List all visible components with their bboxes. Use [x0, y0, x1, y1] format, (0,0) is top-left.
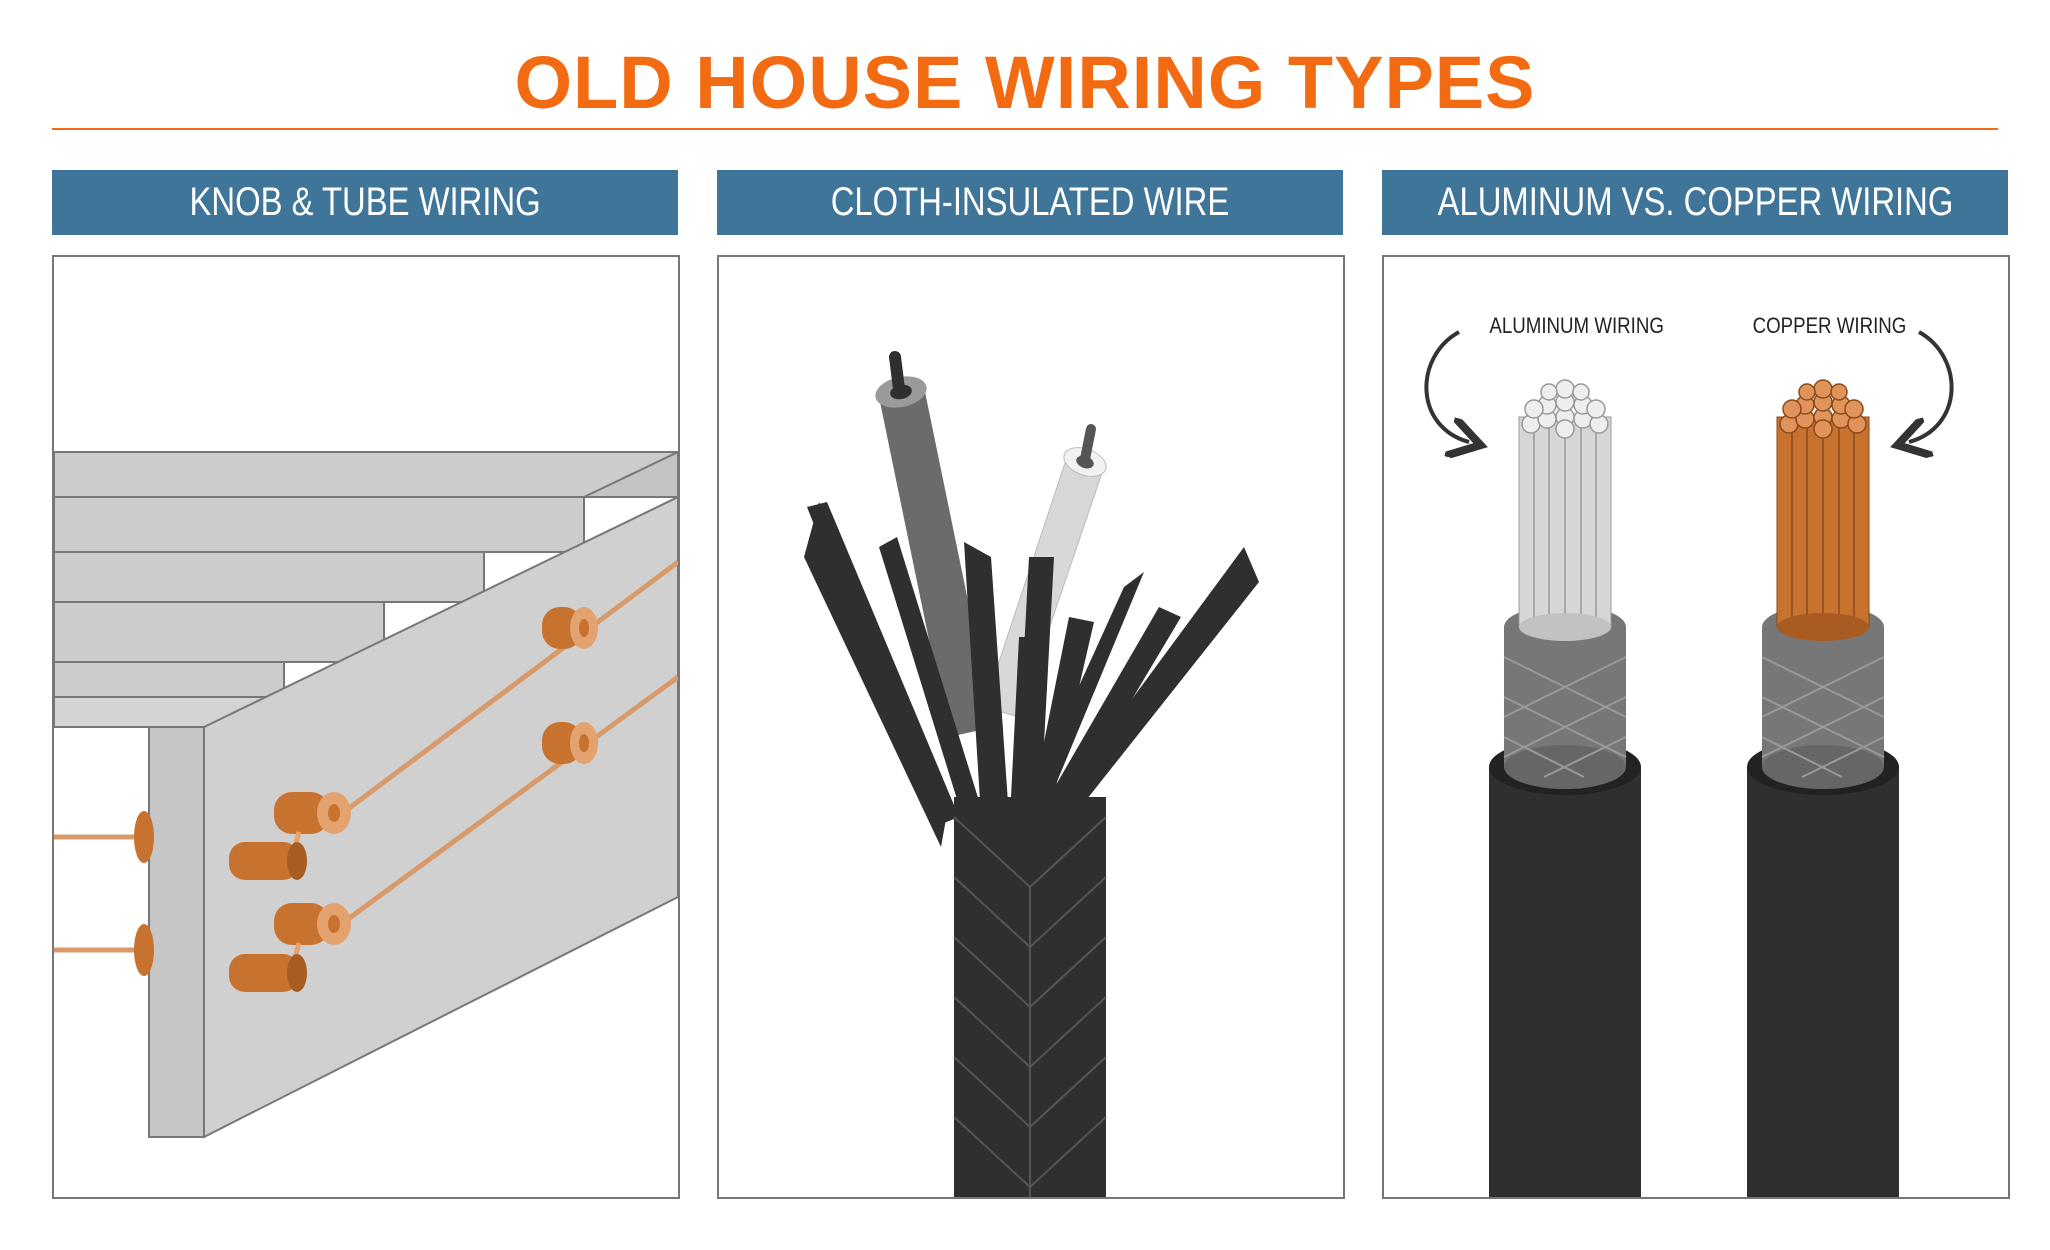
tube — [229, 954, 307, 992]
floor-board-top — [54, 451, 678, 498]
tube — [134, 811, 154, 863]
cloth-strips — [804, 502, 1259, 847]
wire — [342, 674, 678, 925]
panel-cloth-insulated — [717, 255, 1345, 1199]
joist-front — [148, 726, 205, 1138]
title-divider — [52, 128, 1998, 130]
label-aluminum-wiring: ALUMINUM WIRING — [1489, 313, 1664, 338]
floor-board-front — [54, 661, 285, 698]
knob — [274, 792, 351, 834]
cloth-wire-illustration — [804, 351, 1259, 1197]
header-aluminum-copper: ALUMINUM VS. COPPER WIRING — [1382, 170, 2008, 235]
panel-knob-tube — [52, 255, 680, 1199]
page-title: OLD HOUSE WIRING TYPES — [514, 41, 1536, 124]
floor-board — [54, 551, 485, 603]
label-copper-wiring: COPPER WIRING — [1752, 313, 1906, 338]
arrow-aluminum-icon — [1424, 330, 1469, 442]
tube — [229, 842, 307, 880]
wire — [342, 559, 678, 815]
aluminum-cable — [1489, 379, 1641, 1197]
knob — [274, 903, 351, 945]
copper-cable — [1747, 379, 1899, 1197]
header-knob-tube: KNOB & TUBE WIRING — [52, 170, 678, 235]
floor-board — [54, 496, 585, 553]
floor-board — [54, 601, 385, 663]
arrow-copper-icon — [1909, 330, 1954, 442]
header-cloth-insulated: CLOTH-INSULATED WIRE — [717, 170, 1343, 235]
knob — [542, 607, 598, 649]
braid-pattern — [953, 816, 1107, 1197]
tube — [134, 924, 154, 976]
panel-aluminum-copper: ALUMINUM WIRING COPPER WIRING — [1382, 255, 2010, 1199]
knob — [542, 722, 598, 764]
knob-tube-illustration — [54, 450, 678, 1139]
aluminum-copper-illustration — [1424, 330, 1954, 1197]
gray-conductor — [875, 351, 994, 737]
